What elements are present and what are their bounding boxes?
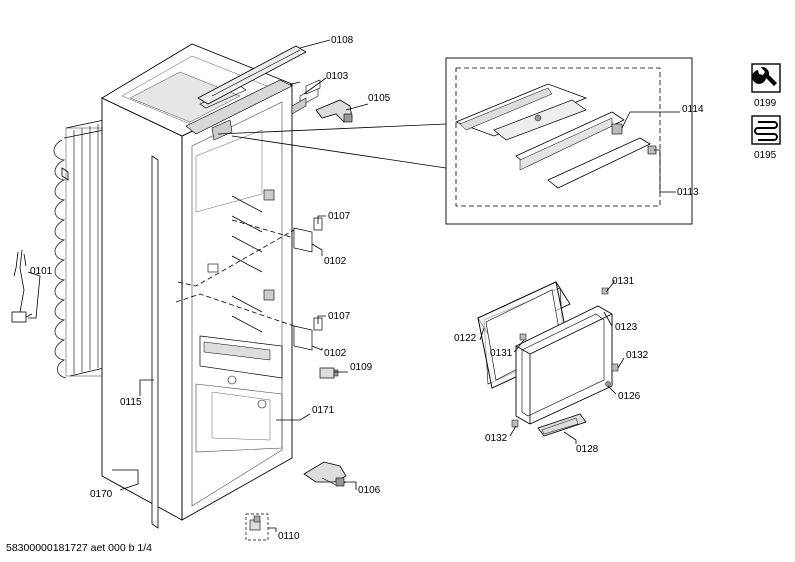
bracket-0109 — [319, 367, 339, 379]
label-0110: 0110 — [278, 531, 300, 542]
part-labels: 0108 0103 0105 0114 0113 0107 0102 0107 … — [30, 35, 777, 542]
label-0105: 0105 — [368, 93, 391, 104]
leader-lines — [27, 39, 680, 532]
cover-0103 — [291, 79, 321, 115]
label-0122: 0122 — [454, 333, 477, 344]
label-0199: 0199 — [754, 98, 777, 109]
door-small-parts — [511, 287, 619, 428]
label-0114: 0114 — [682, 104, 704, 115]
label-0132-right: 0132 — [626, 350, 649, 361]
label-0102-upper: 0102 — [324, 256, 347, 267]
label-0115: 0115 — [120, 397, 142, 408]
wrench-icon — [751, 63, 781, 93]
control-detail-box — [217, 57, 693, 225]
door-handle — [537, 413, 587, 437]
power-cable — [11, 249, 33, 323]
freezer-door — [515, 305, 613, 425]
part-0110 — [245, 513, 269, 541]
label-0107-lower: 0107 — [328, 311, 351, 322]
label-0108: 0108 — [331, 35, 354, 46]
label-0171: 0171 — [312, 405, 335, 416]
heater-coil-icon — [751, 115, 781, 145]
label-0126: 0126 — [618, 391, 641, 402]
label-0107-upper: 0107 — [328, 211, 351, 222]
label-0170: 0170 — [90, 489, 113, 500]
label-0128: 0128 — [576, 444, 599, 455]
label-0102-lower: 0102 — [324, 348, 347, 359]
document-footer: 58300000181727 aet 000 b 1/4 — [6, 542, 152, 554]
label-0123: 0123 — [615, 322, 638, 333]
cabinet-body — [101, 43, 301, 529]
label-0195: 0195 — [754, 150, 777, 161]
label-0109: 0109 — [350, 362, 373, 373]
top-rail — [197, 45, 307, 105]
label-0103: 0103 — [326, 71, 349, 82]
top-hinge — [315, 99, 353, 123]
label-0131-top: 0131 — [612, 276, 635, 287]
door-shelves — [175, 217, 323, 351]
label-0132-left: 0132 — [485, 433, 508, 444]
label-0106: 0106 — [358, 485, 381, 496]
label-0113: 0113 — [677, 187, 699, 198]
label-0101: 0101 — [30, 266, 53, 277]
condenser-coil — [53, 119, 105, 379]
label-0131-mid: 0131 — [490, 348, 513, 359]
bottom-hinge — [303, 461, 347, 487]
